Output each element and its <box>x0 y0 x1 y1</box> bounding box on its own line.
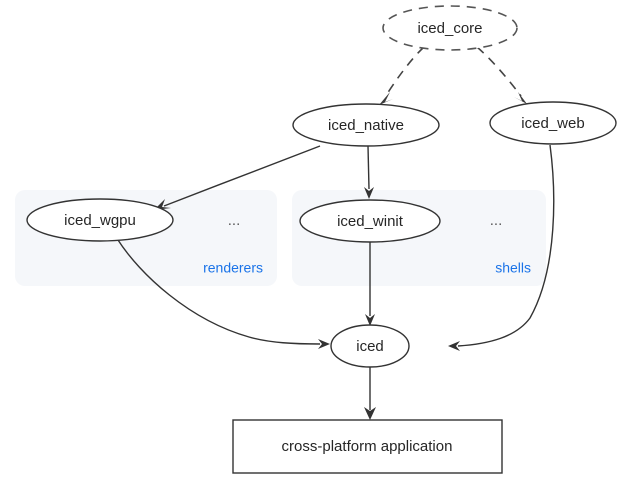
node-application-shape <box>232 419 503 474</box>
shells-more-ellipsis: ... <box>490 212 503 229</box>
node-application[interactable]: cross-platform application <box>232 419 503 474</box>
edge-iced-native-to-iced-winit <box>367 145 370 190</box>
arrowhead-iced-native-to-iced-winit <box>364 187 374 199</box>
edge-iced-native-to-iced-wgpu <box>163 145 321 207</box>
arrowhead-iced-core-to-iced-web <box>514 92 527 104</box>
cluster-renderers-label: renderers <box>203 260 263 276</box>
node-iced[interactable]: iced <box>330 324 410 368</box>
edge-iced-web-to-iced <box>457 144 555 347</box>
node-iced-wgpu-label: iced_wgpu <box>64 212 136 229</box>
node-iced-core-shape <box>382 5 518 51</box>
node-iced-winit[interactable]: iced_winit <box>299 199 441 243</box>
arrowhead-iced-to-application <box>364 407 376 420</box>
arrowhead-iced-winit-to-iced <box>365 314 375 326</box>
arrowhead-iced-web-to-iced <box>448 341 460 351</box>
edge-iced-core-to-iced-web <box>476 46 522 97</box>
node-iced-winit-label: iced_winit <box>337 213 404 230</box>
node-iced-core-label: iced_core <box>417 20 482 37</box>
node-iced-web[interactable]: iced_web <box>489 101 617 145</box>
node-application-label: cross-platform application <box>282 438 453 455</box>
node-iced-winit-shape <box>299 199 441 243</box>
node-iced-web-shape <box>489 101 617 145</box>
arrowhead-iced-core-to-iced-native <box>379 92 393 105</box>
edge-iced-wgpu-to-iced <box>117 239 321 345</box>
renderers-more-ellipsis: ... <box>228 212 241 229</box>
node-iced-wgpu[interactable]: iced_wgpu <box>26 198 174 242</box>
node-iced-wgpu-shape <box>26 198 174 242</box>
node-iced-web-label: iced_web <box>521 115 584 132</box>
node-iced-shape <box>330 324 410 368</box>
edge-iced-core-to-iced-native <box>384 46 425 98</box>
node-iced-native[interactable]: iced_native <box>292 103 440 147</box>
node-iced-core[interactable]: iced_core <box>382 5 518 51</box>
cluster-shells-label: shells <box>495 260 531 276</box>
node-iced-label: iced <box>356 338 384 355</box>
arrowhead-iced-wgpu-to-iced <box>318 339 330 349</box>
node-iced-native-shape <box>292 103 440 147</box>
node-iced-native-label: iced_native <box>328 117 404 134</box>
